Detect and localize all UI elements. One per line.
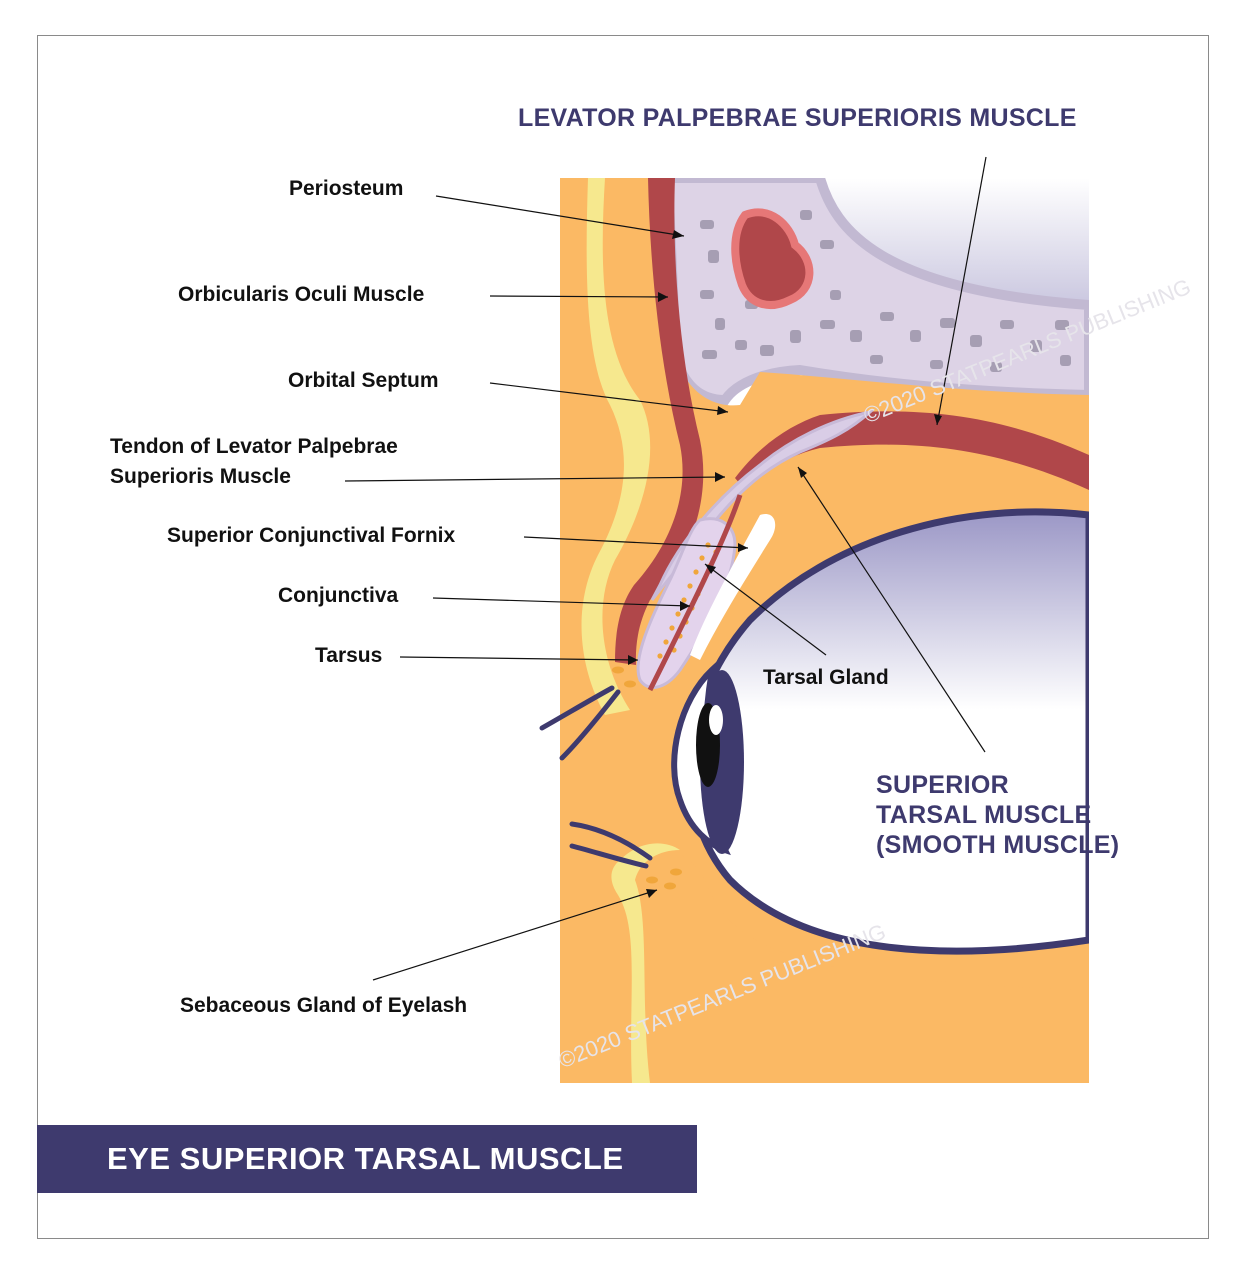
label-orbicularis: Orbicularis Oculi Muscle: [178, 283, 425, 306]
skin-edge: [560, 178, 651, 715]
superior-tarsal-line1: SUPERIOR: [876, 771, 1009, 799]
label-tendon-line2: Superioris Muscle: [110, 465, 291, 488]
levator-tendon: [650, 409, 876, 601]
frontal-sinus: [731, 208, 814, 309]
lower-lid: [612, 847, 1089, 1083]
levator-title: LEVATOR PALPEBRAE SUPERIORIS MUSCLE: [518, 104, 1077, 132]
bone-pores: [700, 210, 1071, 372]
leader-arrowheads: [628, 230, 942, 898]
superior-tarsal-line3: (SMOOTH MUSCLE): [876, 831, 1120, 859]
label-orbital-septum: Orbital Septum: [288, 369, 439, 392]
eye-highlight: [709, 705, 723, 735]
label-tarsal-gland: Tarsal Gland: [763, 666, 889, 689]
conjunctival-fornix: [690, 514, 776, 660]
upper-lid-glands: [612, 666, 636, 688]
superior-tarsal-muscle: [647, 494, 743, 692]
label-conjunctiva: Conjunctiva: [278, 584, 399, 607]
label-sebaceous: Sebaceous Gland of Eyelash: [180, 994, 468, 1017]
label-tarsus: Tarsus: [315, 644, 383, 667]
leader-lines: [344, 156, 987, 981]
orbicularis-muscle: [615, 178, 704, 665]
banner-title: EYE SUPERIOR TARSAL MUSCLE: [107, 1141, 624, 1176]
lower-lid-edge: [611, 843, 680, 1083]
lower-eyelashes: [569, 821, 653, 869]
lower-lid-glands: [646, 868, 682, 890]
superior-tarsal-line2: TARSAL MUSCLE: [876, 801, 1092, 829]
upper-eyelashes: [539, 685, 621, 761]
label-fornix: Superior Conjunctival Fornix: [167, 524, 456, 547]
label-tendon-line1: Tendon of Levator Palpebrae: [110, 435, 398, 458]
title-banner: EYE SUPERIOR TARSAL MUSCLE: [37, 1125, 697, 1193]
label-periosteum: Periosteum: [289, 177, 404, 200]
figure-frame: [37, 35, 1209, 1239]
